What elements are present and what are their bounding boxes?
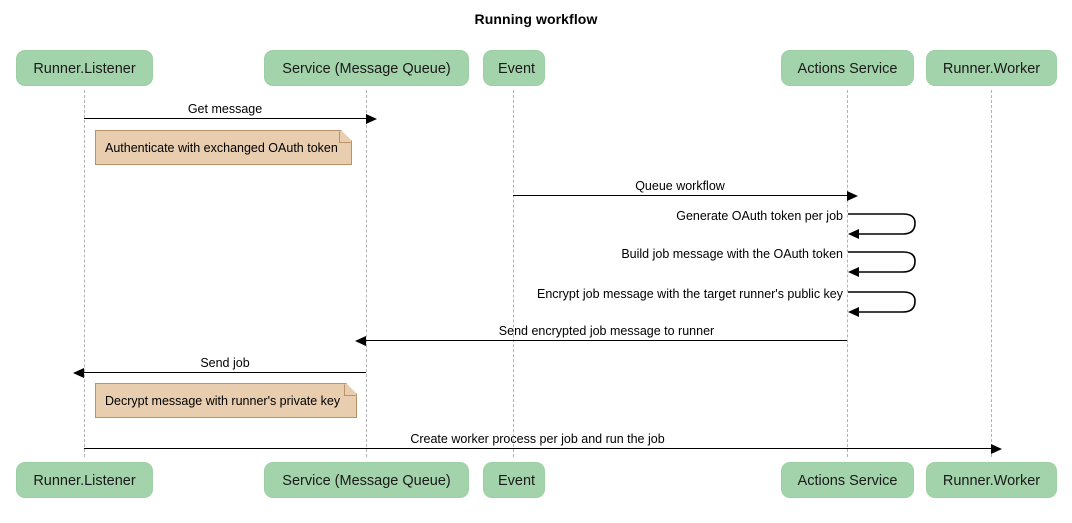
participant-event-bottom[interactable]: Event: [483, 462, 545, 498]
participant-event-top[interactable]: Event: [483, 50, 545, 86]
message-label-create-worker-process: Create worker process per job and run th…: [410, 432, 665, 446]
note-label: Authenticate with exchanged OAuth token: [105, 140, 338, 155]
participant-service-message-queue-top[interactable]: Service (Message Queue): [264, 50, 469, 86]
note-decrypt-message-with-runners-private-key: Decrypt message with runner's private ke…: [95, 383, 357, 418]
message-label-send-encrypted-job-message: Send encrypted job message to runner: [498, 324, 715, 338]
self-message-generate-oauth-token[interactable]: [847, 210, 937, 242]
participant-label: Service (Message Queue): [282, 473, 451, 489]
arrowhead-left-icon: [73, 368, 84, 378]
page-title: Running workflow: [474, 11, 598, 27]
self-message-build-job-message[interactable]: [847, 248, 937, 280]
participant-label: Service (Message Queue): [282, 61, 451, 77]
arrowhead-right-icon: [847, 191, 858, 201]
message-send-job[interactable]: [73, 368, 366, 378]
message-get-message[interactable]: [84, 114, 377, 124]
message-create-worker-process[interactable]: [84, 444, 1002, 454]
message-label-queue-workflow: Queue workflow: [635, 179, 725, 193]
participant-actions-service-top[interactable]: Actions Service: [781, 50, 914, 86]
participant-runner-listener-bottom[interactable]: Runner.Listener: [16, 462, 153, 498]
lifeline-event: [513, 90, 514, 457]
participant-label: Actions Service: [797, 61, 898, 77]
participant-label: Runner.Listener: [33, 473, 136, 489]
note-fold-corner-icon: [344, 384, 356, 396]
note-fold-corner-icon: [339, 131, 351, 143]
self-message-label-generate-oauth-token: Generate OAuth token per job: [676, 209, 843, 223]
self-message-label-build-job-message: Build job message with the OAuth token: [621, 247, 843, 261]
lifeline-runner-worker: [991, 90, 992, 457]
lifeline-actions-service: [847, 90, 848, 457]
note-label: Decrypt message with runner's private ke…: [105, 393, 341, 408]
self-message-encrypt-job-message[interactable]: [847, 288, 937, 320]
lifeline-service-message-queue: [366, 90, 367, 457]
arrowhead-right-icon: [991, 444, 1002, 454]
participant-label: Runner.Worker: [942, 473, 1041, 489]
message-send-encrypted-job-message[interactable]: [355, 336, 847, 346]
message-label-send-job: Send job: [200, 356, 250, 370]
note-authenticate-with-exchanged-oauth-token: Authenticate with exchanged OAuth token: [95, 130, 352, 165]
arrowhead-right-icon: [366, 114, 377, 124]
arrowhead-left-icon: [355, 336, 366, 346]
participant-runner-worker-bottom[interactable]: Runner.Worker: [926, 462, 1057, 498]
message-queue-workflow[interactable]: [513, 191, 858, 201]
participant-label: Actions Service: [797, 473, 898, 489]
participant-label: Runner.Worker: [942, 61, 1041, 77]
participant-label: Event: [498, 473, 536, 489]
lifeline-runner-listener: [84, 90, 85, 457]
participant-runner-worker-top[interactable]: Runner.Worker: [926, 50, 1057, 86]
message-label-get-message: Get message: [187, 102, 263, 116]
self-message-label-encrypt-job-message: Encrypt job message with the target runn…: [536, 287, 843, 301]
participant-label: Runner.Listener: [33, 61, 136, 77]
participant-runner-listener-top[interactable]: Runner.Listener: [16, 50, 153, 86]
participant-service-message-queue-bottom[interactable]: Service (Message Queue): [264, 462, 469, 498]
participant-actions-service-bottom[interactable]: Actions Service: [781, 462, 914, 498]
participant-label: Event: [498, 61, 536, 77]
